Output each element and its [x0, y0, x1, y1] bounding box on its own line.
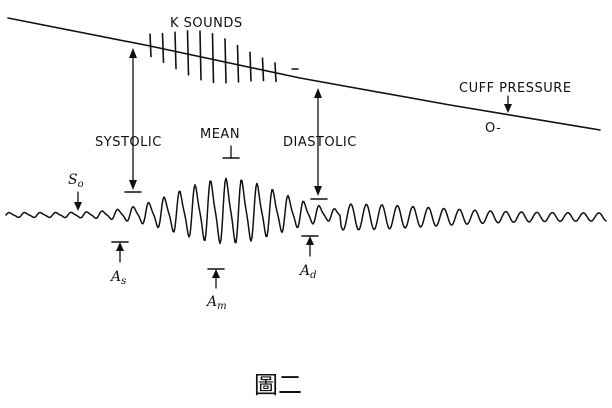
diastolic-label: DIASTOLIC: [283, 135, 357, 150]
k-sound-spike: [261, 57, 265, 82]
cuff-pressure-label: CUFF PRESSURE: [459, 81, 572, 96]
k-sound-spike: [236, 44, 240, 83]
cuff-pressure-line: [7, 17, 601, 131]
oscillation-waveform: [5, 177, 607, 245]
figure-caption: 圖二: [254, 371, 302, 399]
mean-marker: [222, 145, 240, 159]
systolic-arrow: [124, 48, 142, 193]
k-sound-spikes: [149, 30, 277, 84]
k-sound-spike: [274, 62, 277, 83]
as-label: As: [109, 269, 126, 287]
as-marker: [111, 241, 129, 263]
cuff-pressure-arrow: [504, 95, 512, 113]
s0-arrow: [74, 191, 82, 211]
am-label: Am: [205, 294, 227, 312]
mean-label: MEAN: [200, 127, 240, 142]
am-marker: [207, 268, 225, 289]
diastolic-arrow: [310, 88, 328, 200]
k-sounds-label: K SOUNDS: [170, 16, 243, 31]
k-sound-spike: [186, 30, 190, 76]
k-sound-spike: [149, 33, 152, 58]
k-sound-spike: [211, 32, 215, 84]
k-sound-spike: [224, 38, 227, 84]
s0-label: So: [68, 172, 84, 190]
k-sound-spike: [174, 31, 177, 70]
zero-mark-label: O-: [485, 121, 501, 136]
ad-marker: [301, 235, 319, 257]
k-sound-spike: [199, 30, 202, 81]
ad-label: Ad: [298, 263, 317, 281]
systolic-label: SYSTOLIC: [95, 135, 162, 150]
k-sound-spike: [249, 51, 252, 82]
k-sound-spike: [161, 32, 165, 63]
